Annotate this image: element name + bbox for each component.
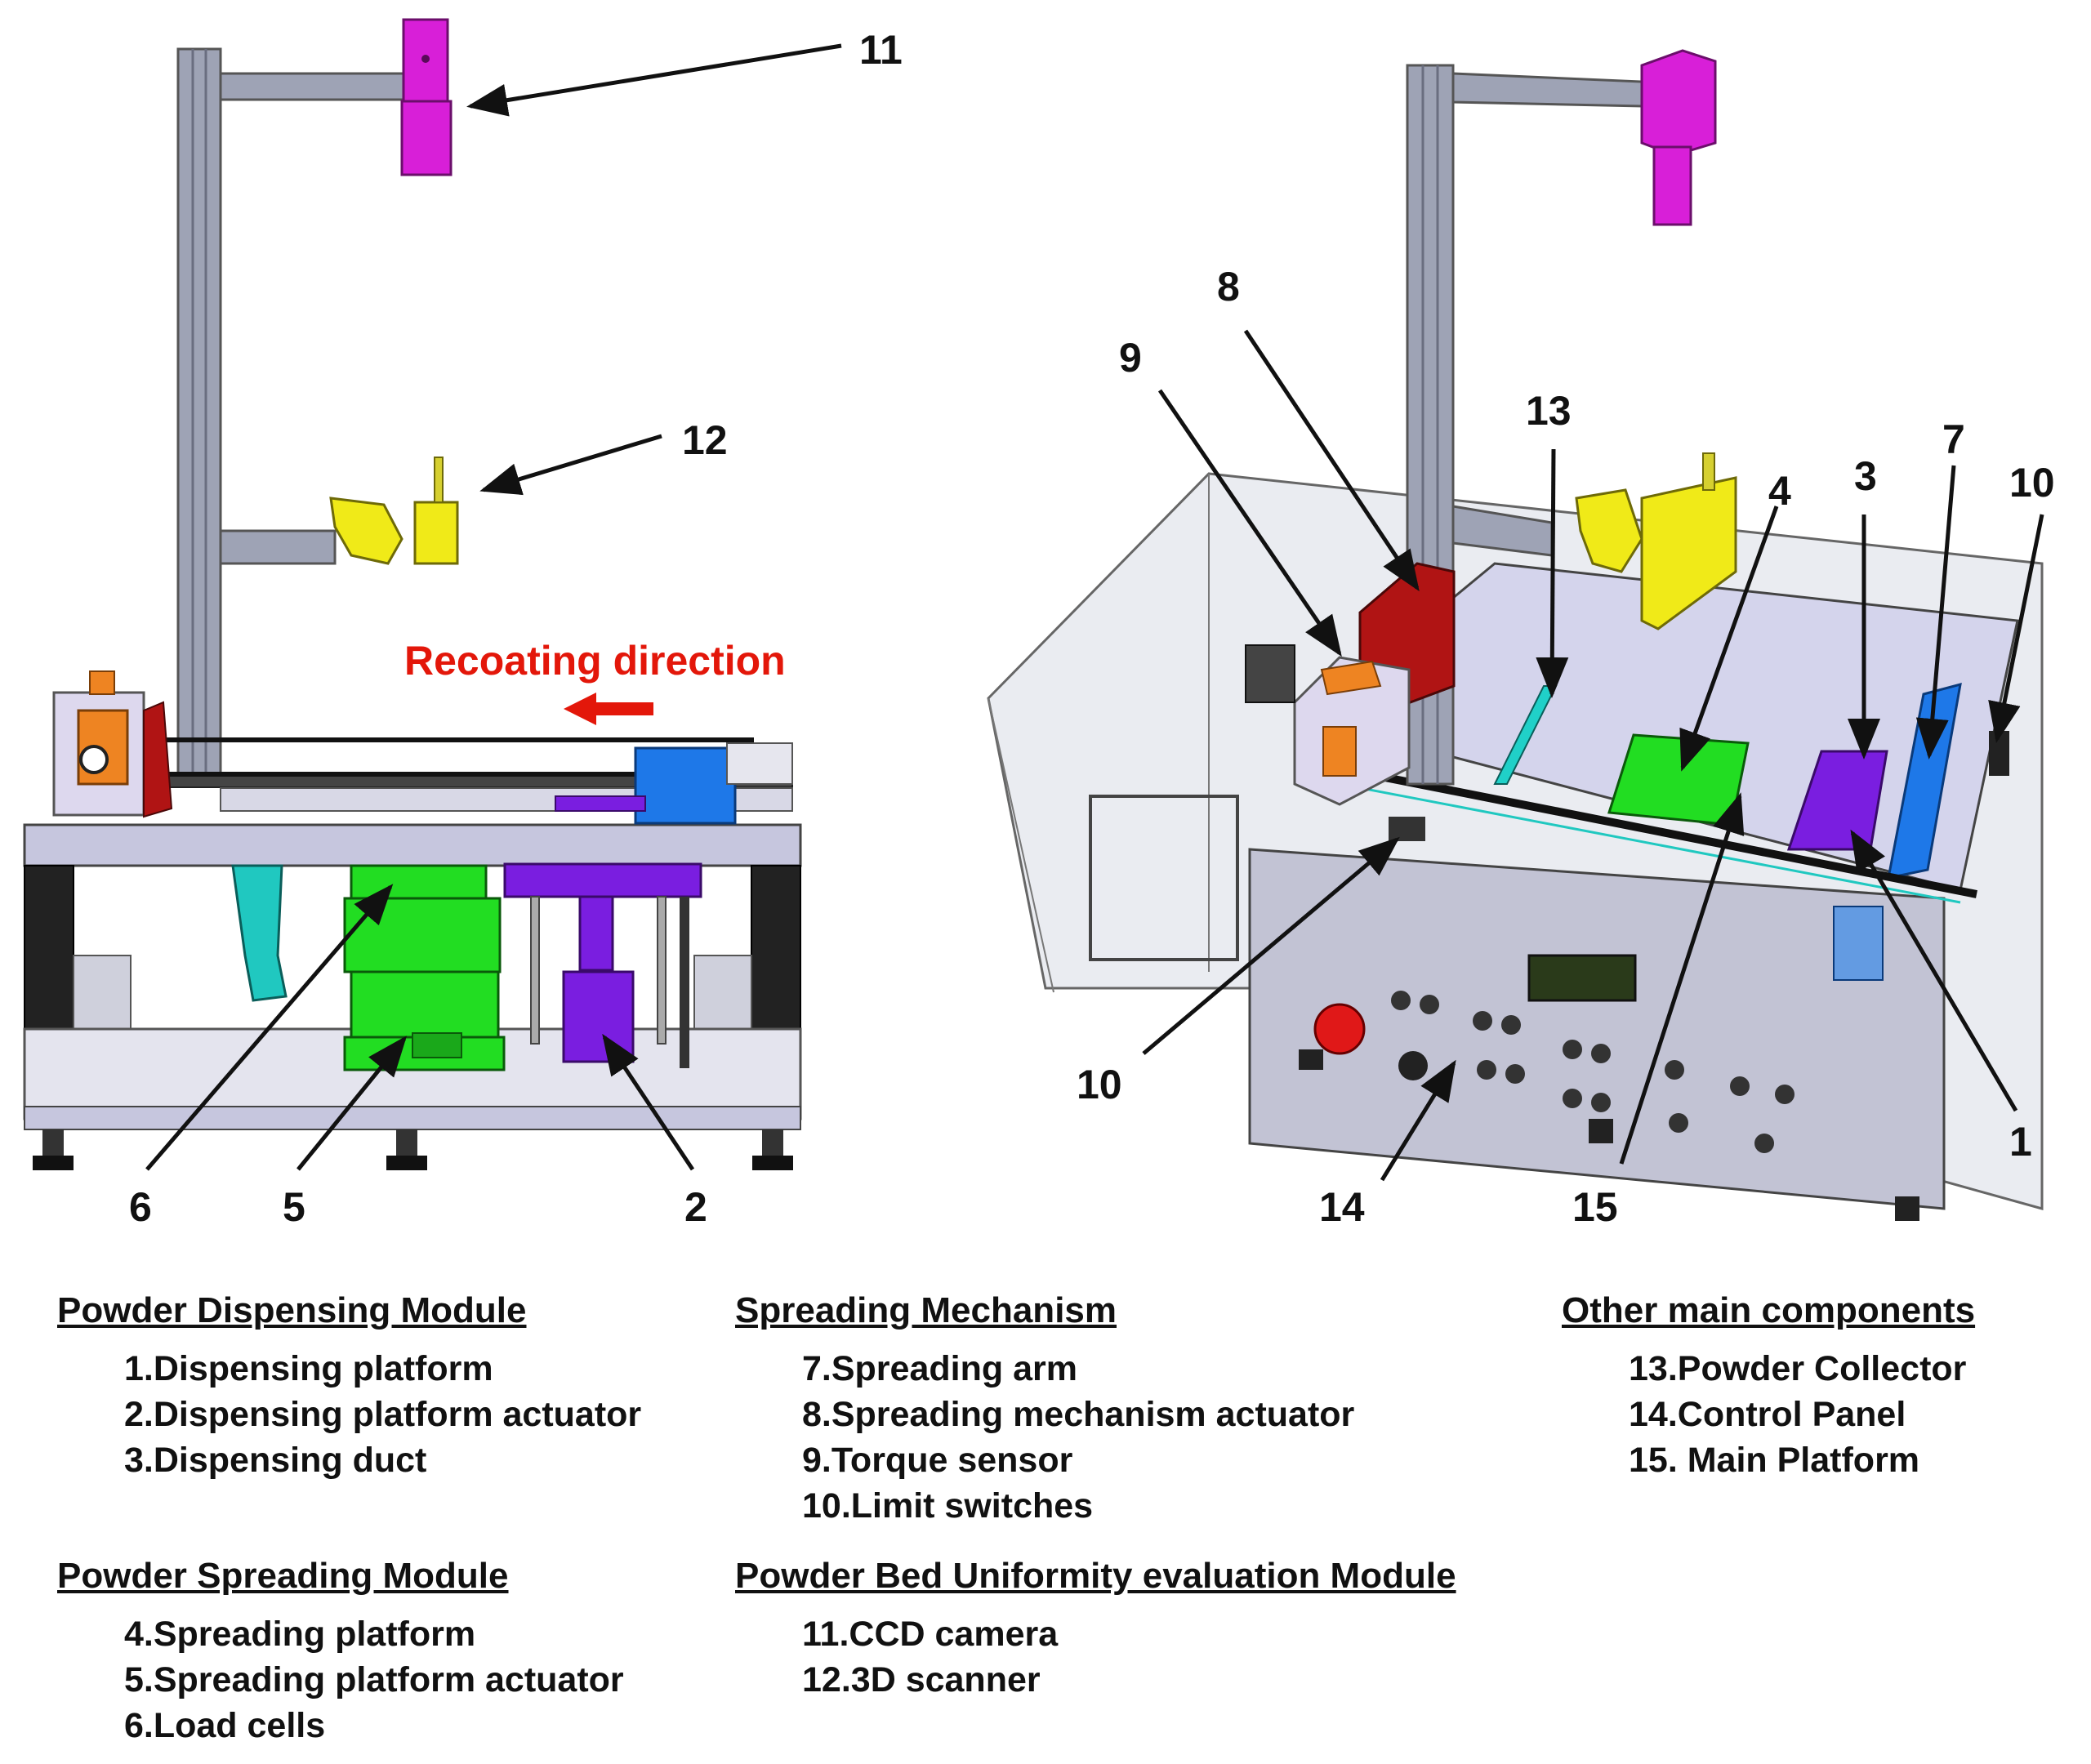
- callout-1: 1: [2009, 1119, 2032, 1165]
- callout-8: 8: [1217, 264, 1240, 310]
- legend-item: 13.Powder Collector: [1629, 1349, 1967, 1388]
- legend-uniformity-module: Powder Bed Uniformity evaluation Module …: [735, 1556, 1456, 1703]
- callout-3: 3: [1854, 453, 1877, 499]
- spreading-platform-actuator: [343, 864, 506, 1071]
- frame-top-arm: [219, 72, 410, 101]
- legend-item: 8.Spreading mechanism actuator: [802, 1395, 1355, 1434]
- legend-heading: Other main components: [1562, 1290, 1976, 1330]
- callout-13: 13: [1526, 388, 1572, 434]
- ccd-camera-iso: [1640, 49, 1717, 226]
- legend-heading: Powder Spreading Module: [57, 1556, 509, 1596]
- callout-4: 4: [1768, 468, 1791, 514]
- callout-9: 9: [1119, 335, 1142, 381]
- legend-item: 10.Limit switches: [802, 1486, 1094, 1526]
- callout-15: 15: [1572, 1184, 1618, 1230]
- callout-11: 11: [859, 27, 903, 73]
- legend-spreading-mechanism: Spreading Mechanism 7.Spreading arm 8.Sp…: [735, 1290, 1354, 1529]
- legend-item: 11.CCD camera: [802, 1615, 1059, 1654]
- callout-10-right: 10: [2009, 460, 2055, 506]
- legend-item: 6.Load cells: [124, 1706, 326, 1745]
- legend-heading: Spreading Mechanism: [735, 1290, 1117, 1330]
- callout-5: 5: [283, 1184, 305, 1230]
- legend-dispensing-module: Powder Dispensing Module 1.Dispensing pl…: [57, 1290, 641, 1483]
- frame-column: [176, 47, 222, 786]
- lcd-display: [1527, 954, 1637, 1002]
- legend-heading: Powder Bed Uniformity evaluation Module: [735, 1556, 1456, 1596]
- spreading-arm-side: [634, 746, 737, 825]
- legend-other-components: Other main components 13.Powder Collecto…: [1562, 1290, 1975, 1483]
- ccd-camera: [400, 18, 453, 176]
- callout-2: 2: [684, 1184, 707, 1230]
- legend-spreading-module: Powder Spreading Module 4.Spreading plat…: [57, 1556, 624, 1748]
- legend-item: 4.Spreading platform: [124, 1615, 476, 1654]
- legend-item: 14.Control Panel: [1629, 1395, 1906, 1434]
- legend-item: 12.3D scanner: [802, 1660, 1041, 1699]
- legend-item: 7.Spreading arm: [802, 1349, 1077, 1388]
- legend-item: 9.Torque sensor: [802, 1441, 1073, 1480]
- callout-7: 7: [1942, 416, 1965, 462]
- legend-item: 5.Spreading platform actuator: [124, 1660, 624, 1699]
- legend-item: 2.Dispensing platform actuator: [124, 1395, 642, 1434]
- frame-mid-arm: [219, 529, 337, 565]
- spreading-platform: [1607, 733, 1750, 826]
- legend-item: 15. Main Platform: [1629, 1441, 1920, 1480]
- main-platform-side: [23, 823, 802, 867]
- legend-heading: Powder Dispensing Module: [57, 1290, 527, 1330]
- callout-14: 14: [1319, 1184, 1365, 1230]
- side-view: Recoating direction 11 12 6 5 2: [23, 18, 903, 1230]
- powder-collector-side: [231, 864, 288, 1002]
- isometric-view: 9 8 13 4 3 7 10 10 1 14 15: [987, 49, 2055, 1230]
- recoating-arrow: [564, 693, 653, 725]
- callout-6: 6: [129, 1184, 152, 1230]
- callout-10-left: 10: [1077, 1062, 1122, 1107]
- recoating-label: Recoating direction: [404, 638, 786, 684]
- emergency-stop-icon: [1313, 1003, 1366, 1055]
- legend-item: 1.Dispensing platform: [124, 1349, 493, 1388]
- legend-item: 3.Dispensing duct: [124, 1441, 427, 1480]
- dispensing-actuator: [503, 862, 702, 1068]
- 3d-scanner-iso: [1575, 452, 1737, 630]
- callout-12: 12: [682, 417, 728, 463]
- 3d-scanner: [329, 457, 459, 565]
